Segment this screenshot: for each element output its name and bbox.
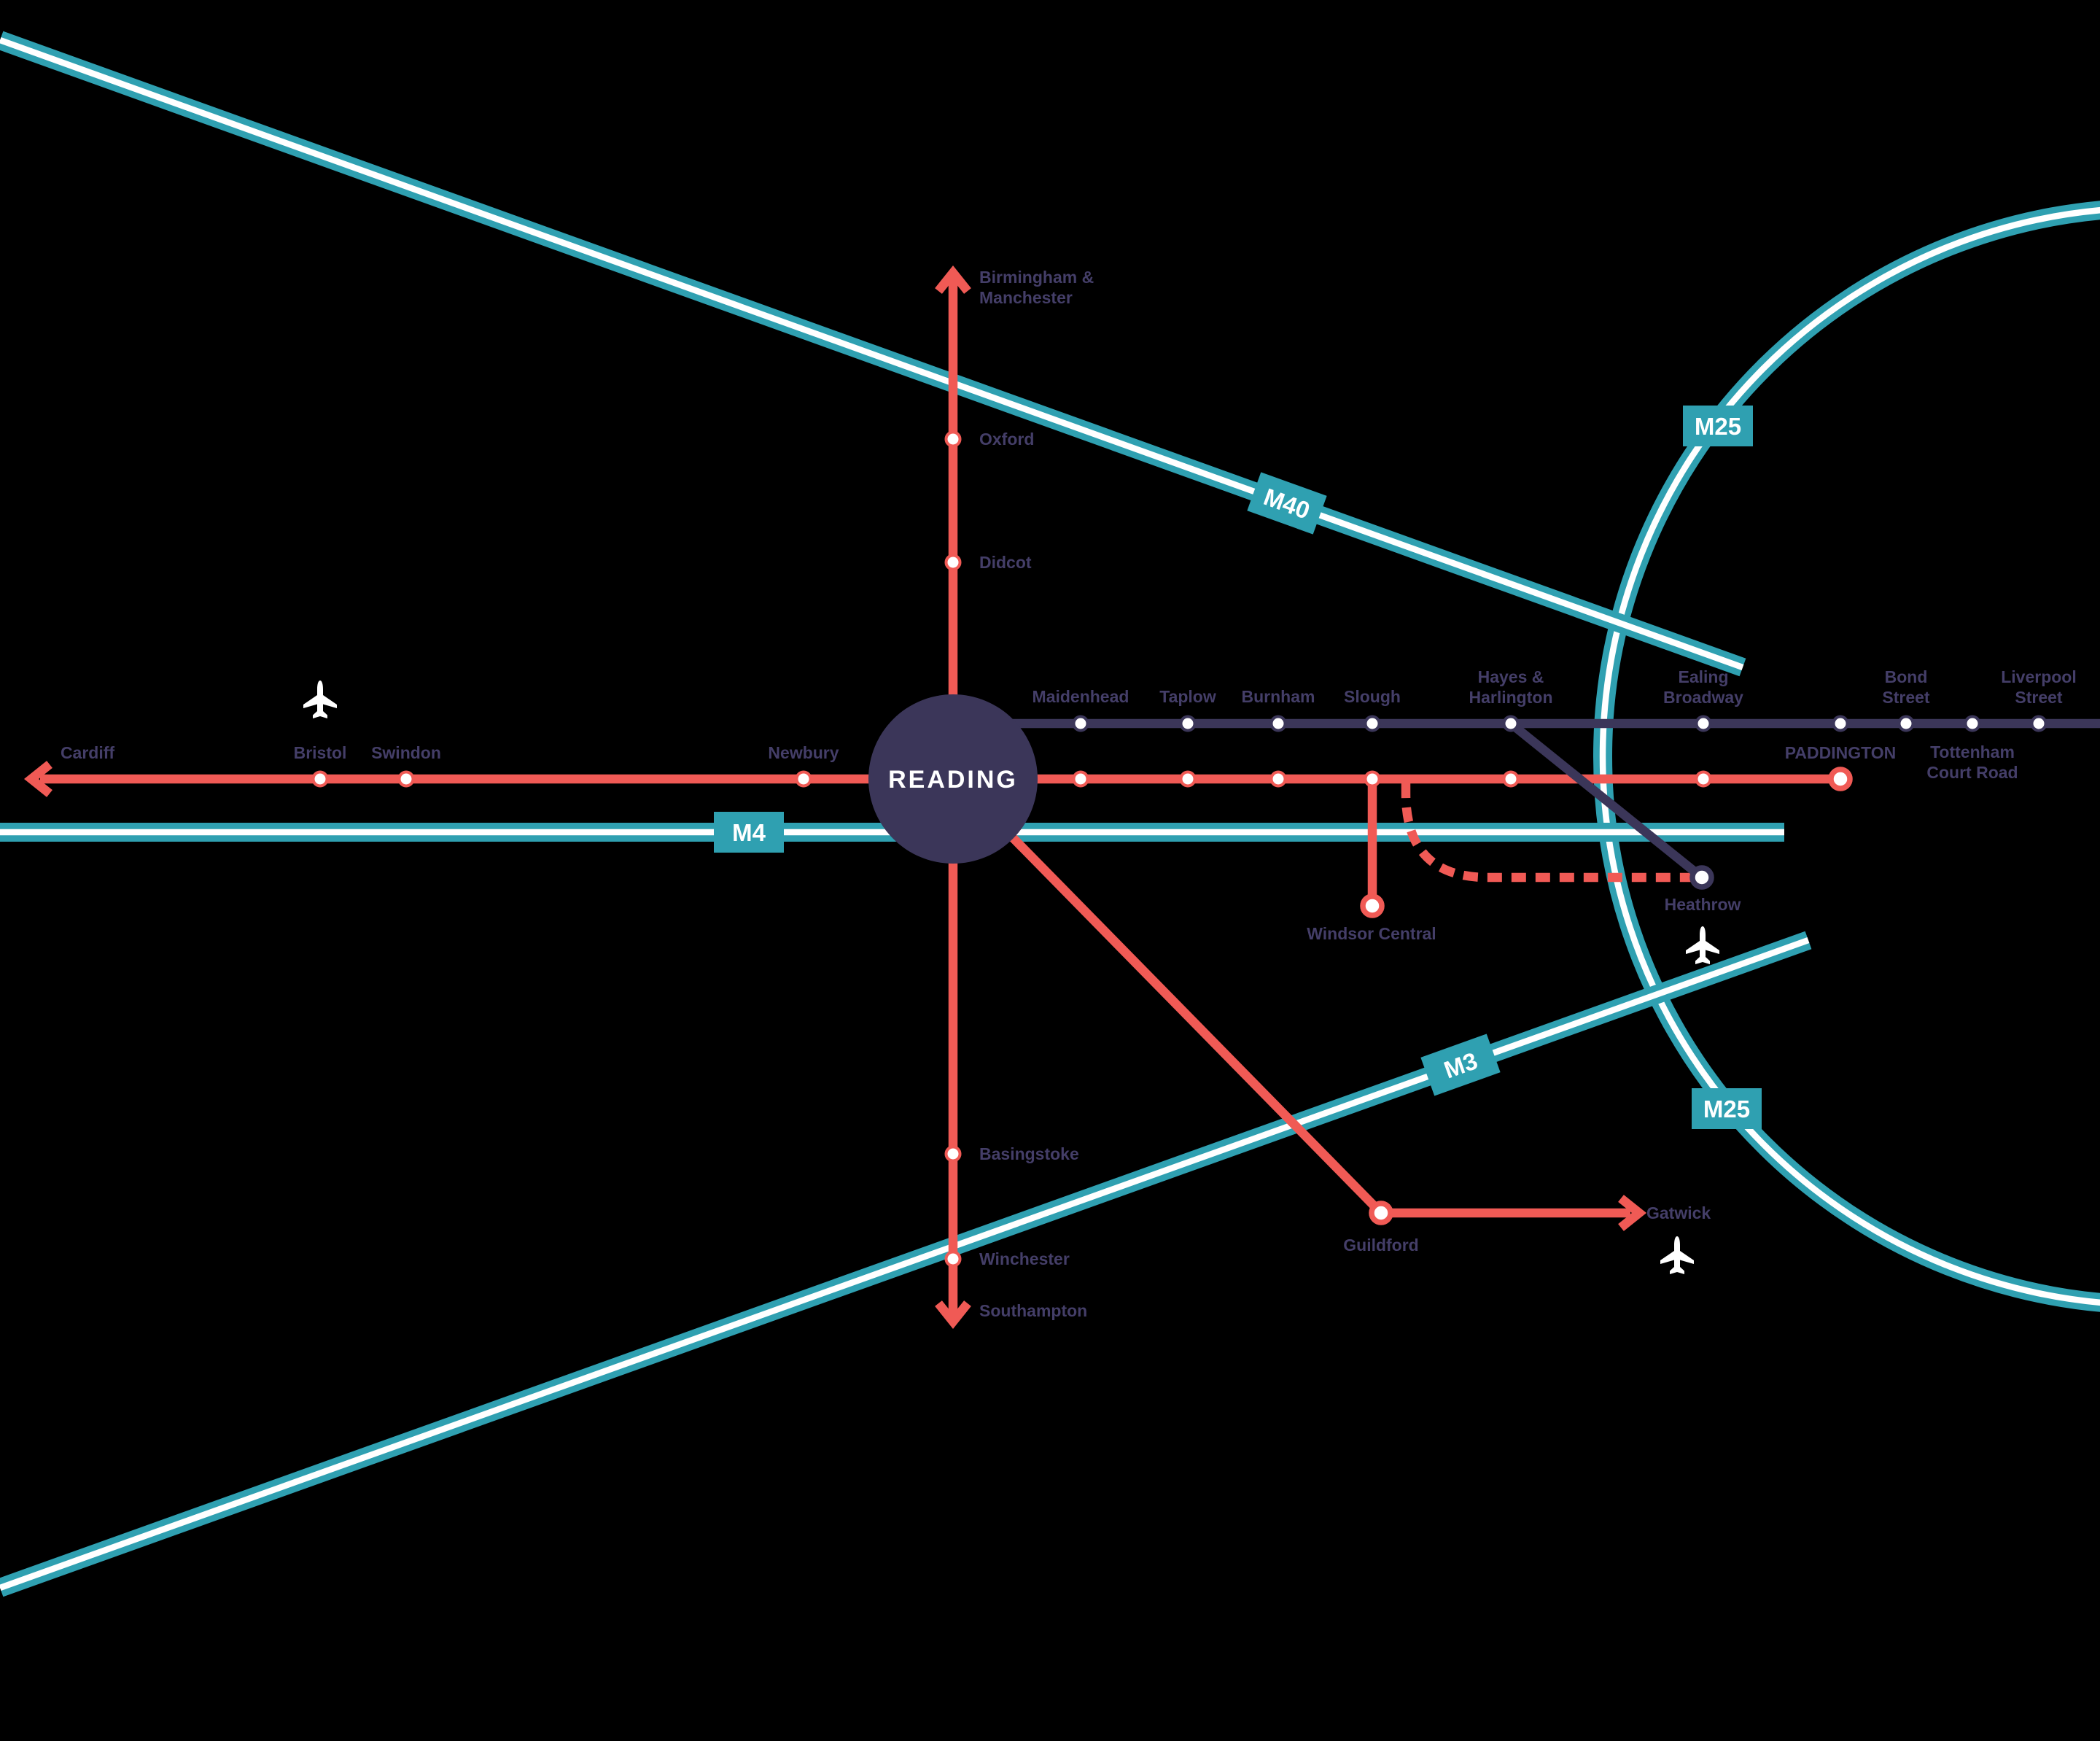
station-dot xyxy=(311,770,329,788)
rail-heathrow-dashed-link xyxy=(1401,783,1699,883)
station-dot xyxy=(944,554,962,571)
station-labels: Cardiff Bristol Swindon Newbury Maidenhead Ta… xyxy=(61,268,2077,1320)
station-label-slough: Slough xyxy=(1344,687,1401,706)
gatwick-airport-plane-icon xyxy=(1660,1236,1694,1274)
badge-box-m25 xyxy=(1683,406,1753,446)
reading-hub-label: READING xyxy=(888,766,1018,794)
rail-purple-heathrow-branch xyxy=(1508,720,1705,881)
motorway-badge-m25: M25 xyxy=(1692,1088,1762,1129)
rail-arrow-up-cross-country-north-south xyxy=(935,265,971,294)
station-dot xyxy=(944,1250,962,1268)
station-dot xyxy=(1964,715,1981,732)
station-label-oxford: Oxford xyxy=(979,430,1034,449)
station-label-hayes-harlington: Hayes &Harlington xyxy=(1469,667,1553,707)
station-label-birmingham-manchester: Birmingham &Manchester xyxy=(979,268,1094,307)
station-label-gatwick: Gatwick xyxy=(1646,1203,1711,1222)
station-dot xyxy=(1364,770,1381,788)
motorway-badge-m25: M25 xyxy=(1683,406,1753,446)
station-label-didcot: Didcot xyxy=(979,553,1032,572)
station-dot xyxy=(1072,770,1089,788)
road-m25-orbital-stripe xyxy=(1599,207,2100,1306)
badge-label-m25: M25 xyxy=(1703,1096,1750,1122)
station-label-bristol: Bristol xyxy=(294,743,347,762)
badge-box-m4 xyxy=(714,812,784,853)
station-dot xyxy=(1502,715,1520,732)
station-label-winchester: Winchester xyxy=(979,1249,1070,1268)
reading-hub: READING xyxy=(868,694,1038,864)
station-dot xyxy=(1897,715,1915,732)
terminus-dot xyxy=(1689,865,1714,890)
badge-label-m4: M4 xyxy=(732,819,766,846)
station-dot xyxy=(1072,715,1089,732)
station-dot xyxy=(1364,715,1381,732)
station-dot xyxy=(944,430,962,448)
rail-arrow-down-cross-country-north-south xyxy=(935,1300,971,1330)
station-label-newbury: Newbury xyxy=(768,743,839,762)
badge-box-m25 xyxy=(1692,1088,1762,1129)
station-label-swindon: Swindon xyxy=(371,743,441,762)
airport-icons xyxy=(303,680,1719,1274)
station-dot xyxy=(2030,715,2048,732)
motorway-badge-m4: M4 xyxy=(714,812,784,853)
station-dot xyxy=(1269,770,1287,788)
road-m3-stripe xyxy=(0,937,1810,1591)
badge-label-m25: M25 xyxy=(1695,413,1741,440)
rail-arrow-right-guildford-gatwick-line xyxy=(1618,1195,1647,1231)
reading-hub-circle xyxy=(868,694,1038,864)
station-label-southampton: Southampton xyxy=(979,1301,1087,1320)
station-label-paddington: PADDINGTON xyxy=(1785,743,1897,762)
station-dot xyxy=(1179,770,1197,788)
station-label-heathrow: Heathrow xyxy=(1665,895,1741,914)
terminus-dot xyxy=(1828,767,1853,791)
station-label-burnham: Burnham xyxy=(1242,687,1315,706)
station-dots xyxy=(311,430,2048,1268)
station-label-basingstoke: Basingstoke xyxy=(979,1144,1079,1163)
station-label-guildford: Guildford xyxy=(1343,1236,1418,1255)
terminus-dot xyxy=(1360,893,1385,918)
station-dot xyxy=(795,770,812,788)
station-dot xyxy=(1179,715,1197,732)
station-label-windsor-central: Windsor Central xyxy=(1307,924,1436,943)
station-label-maidenhead: Maidenhead xyxy=(1032,687,1129,706)
station-dot xyxy=(397,770,415,788)
station-dot xyxy=(944,1145,962,1163)
road-m40-stripe xyxy=(0,37,1744,670)
motorway-badge-m40: M40 xyxy=(1247,472,1327,535)
heathrow-airport-plane-icon xyxy=(1686,926,1719,964)
station-dot xyxy=(1269,715,1287,732)
station-dot xyxy=(1695,715,1712,732)
motorway-badge-m3: M3 xyxy=(1420,1034,1501,1096)
station-label-taplow: Taplow xyxy=(1159,687,1216,706)
station-dot xyxy=(1695,770,1712,788)
badge-box-m3 xyxy=(1420,1034,1501,1096)
station-dot xyxy=(1502,770,1520,788)
badge-box-m40 xyxy=(1247,472,1327,535)
rail-arrow-left-main-line-west-east xyxy=(23,761,52,797)
bristol-area-airport-plane-icon xyxy=(303,680,337,718)
station-label-cardiff: Cardiff xyxy=(61,743,114,762)
terminus-dot xyxy=(1369,1201,1393,1225)
station-dot xyxy=(1832,715,1849,732)
